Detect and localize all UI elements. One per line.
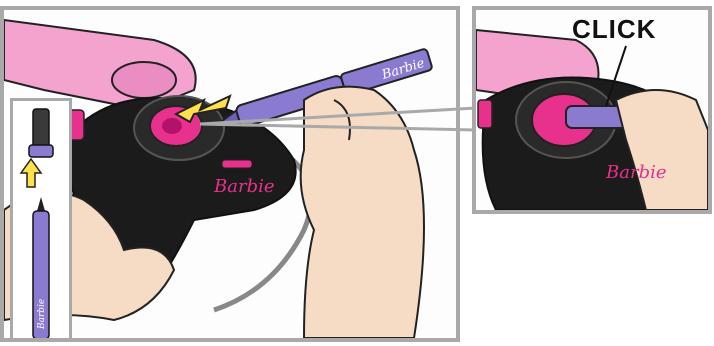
- click-callout-label: CLICK: [572, 14, 656, 45]
- marker-cap: [33, 109, 49, 149]
- device-switch: [222, 160, 252, 168]
- device-pen-slot: [162, 118, 182, 134]
- device-brand-logo: Barbie: [213, 176, 275, 197]
- inset-brand-logo: Barbie: [37, 299, 47, 330]
- detail-side-button: [478, 100, 492, 128]
- right-hand: [301, 87, 424, 338]
- detail-brand-logo: Barbie: [605, 162, 667, 183]
- marker-body-tip: [37, 197, 45, 211]
- arrow-up-icon: [21, 159, 41, 187]
- main-illustration-panel: Barbie Barbie Barbie: [0, 6, 460, 342]
- inset-panel: Barbie: [10, 98, 72, 342]
- marker-cap-band: [29, 145, 53, 157]
- inset-illustration: Barbie: [13, 101, 69, 342]
- pink-toy-knob: [112, 62, 176, 98]
